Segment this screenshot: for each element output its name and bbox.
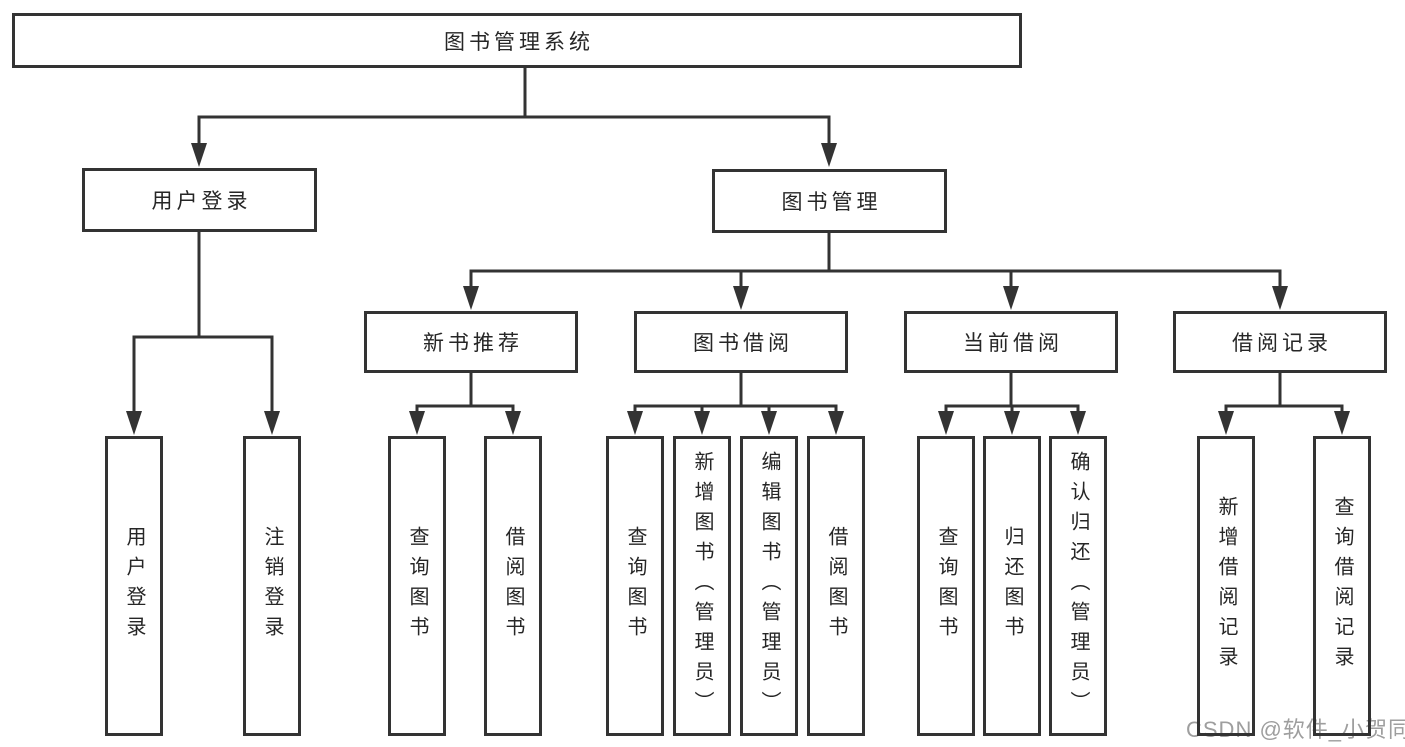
node-book-borrowing: 图书借阅: [634, 311, 848, 373]
node-new-book-recommendation-label: 新书推荐: [423, 332, 523, 355]
leaf-logout: 注销登录: [243, 436, 301, 736]
leaf-query-borrow-record: 查询借阅记录: [1313, 436, 1371, 736]
leaf-user-login: 用户登录: [105, 436, 163, 736]
connector-level2-branch: [197, 115, 831, 148]
leaf-query-books-current-label: 查询图书: [935, 526, 957, 646]
node-current-borrowing: 当前借阅: [904, 311, 1118, 373]
leaf-confirm-return-admin-label: 确认归还（管理员）: [1067, 451, 1089, 721]
connector-new-book-branch: [415, 404, 515, 416]
leaf-query-books-recommend: 查询图书: [388, 436, 446, 736]
leaf-add-book-admin-label: 新增图书（管理员）: [691, 451, 713, 721]
connector-book-borrow-branch: [633, 404, 838, 416]
node-borrowing-records-label: 借阅记录: [1232, 332, 1332, 355]
leaf-return-book-label: 归还图书: [1001, 526, 1023, 646]
connector-borrow-records-branch: [1224, 404, 1344, 416]
leaf-confirm-return-admin: 确认归还（管理员）: [1049, 436, 1107, 736]
leaf-edit-book-admin: 编辑图书（管理员）: [740, 436, 798, 736]
leaf-add-borrow-record: 新增借阅记录: [1197, 436, 1255, 736]
connector-level3-branch: [469, 269, 1282, 292]
node-book-management-label: 图书管理: [781, 191, 882, 214]
node-library-management-system-label: 图书管理系统: [444, 30, 594, 54]
node-user-login: 用户登录: [82, 168, 317, 232]
node-user-login-label: 用户登录: [151, 190, 252, 213]
node-borrowing-records: 借阅记录: [1173, 311, 1387, 373]
node-book-borrowing-label: 图书借阅: [693, 332, 793, 355]
leaf-query-borrow-record-label: 查询借阅记录: [1331, 496, 1353, 676]
node-library-management-system: 图书管理系统: [12, 13, 1022, 68]
leaf-borrow-books-borrowing-label: 借阅图书: [825, 526, 847, 646]
leaf-logout-label: 注销登录: [261, 526, 283, 646]
leaf-return-book: 归还图书: [983, 436, 1041, 736]
node-current-borrowing-label: 当前借阅: [963, 332, 1063, 355]
node-new-book-recommendation: 新书推荐: [364, 311, 578, 373]
node-book-management: 图书管理: [712, 169, 947, 233]
leaf-query-books-borrowing-label: 查询图书: [624, 526, 646, 646]
leaf-add-borrow-record-label: 新增借阅记录: [1215, 496, 1237, 676]
leaf-query-books-recommend-label: 查询图书: [406, 526, 428, 646]
leaf-query-books-borrowing: 查询图书: [606, 436, 664, 736]
leaf-edit-book-admin-label: 编辑图书（管理员）: [758, 451, 780, 721]
leaf-borrow-books-borrowing: 借阅图书: [807, 436, 865, 736]
connector-user-login-branch: [132, 335, 274, 415]
leaf-borrow-books-recommend-label: 借阅图书: [502, 526, 524, 646]
leaf-user-login-label: 用户登录: [123, 526, 145, 646]
leaf-query-books-current: 查询图书: [917, 436, 975, 736]
leaf-add-book-admin: 新增图书（管理员）: [673, 436, 731, 736]
connector-current-borrow-branch: [944, 404, 1080, 416]
leaf-borrow-books-recommend: 借阅图书: [484, 436, 542, 736]
